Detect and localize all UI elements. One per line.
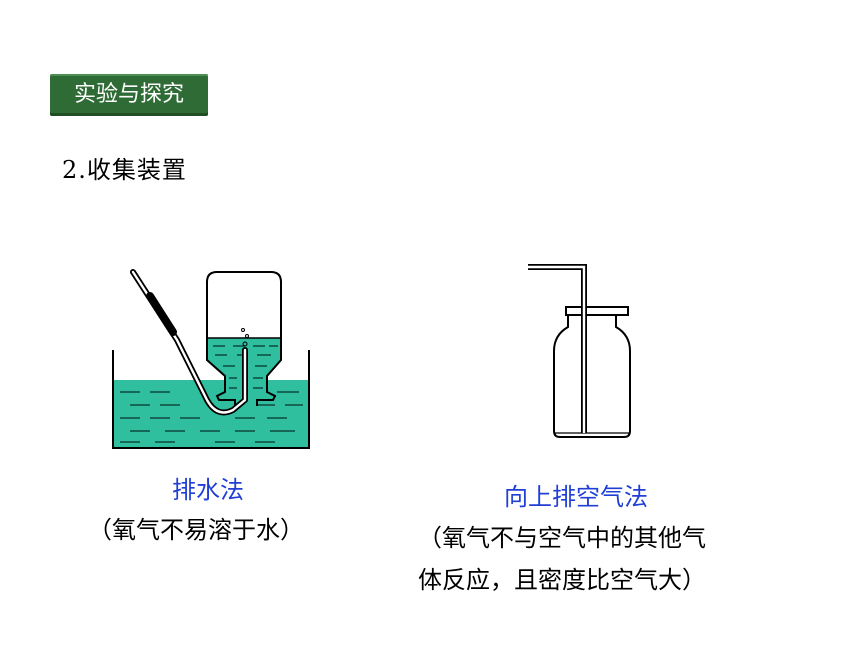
water-displacement-diagram xyxy=(112,269,310,449)
trough-water xyxy=(113,380,309,448)
method-air-note-line1: （氧气不与空气中的其他气 xyxy=(418,524,706,552)
section-heading: 2.收集装置 xyxy=(62,156,187,184)
gas-bottle xyxy=(553,315,631,438)
collection-bottle xyxy=(206,271,282,406)
method-air-note-line2: 体反应，且密度比空气大） xyxy=(418,566,706,594)
method-air-title: 向上排空气法 xyxy=(504,483,648,511)
trough-water-texture xyxy=(120,391,303,443)
method-water-note: （氧气不易溶于水） xyxy=(88,516,304,544)
bottle-stopper xyxy=(565,306,629,316)
section-badge: 实验与探究 xyxy=(50,74,208,116)
delivery-tube xyxy=(528,264,587,433)
method-water-title: 排水法 xyxy=(172,476,244,504)
gas-bubbles xyxy=(241,328,249,347)
rubber-connector xyxy=(146,292,177,336)
trough-outline xyxy=(112,350,310,449)
upward-air-displacement-diagram xyxy=(528,264,631,438)
